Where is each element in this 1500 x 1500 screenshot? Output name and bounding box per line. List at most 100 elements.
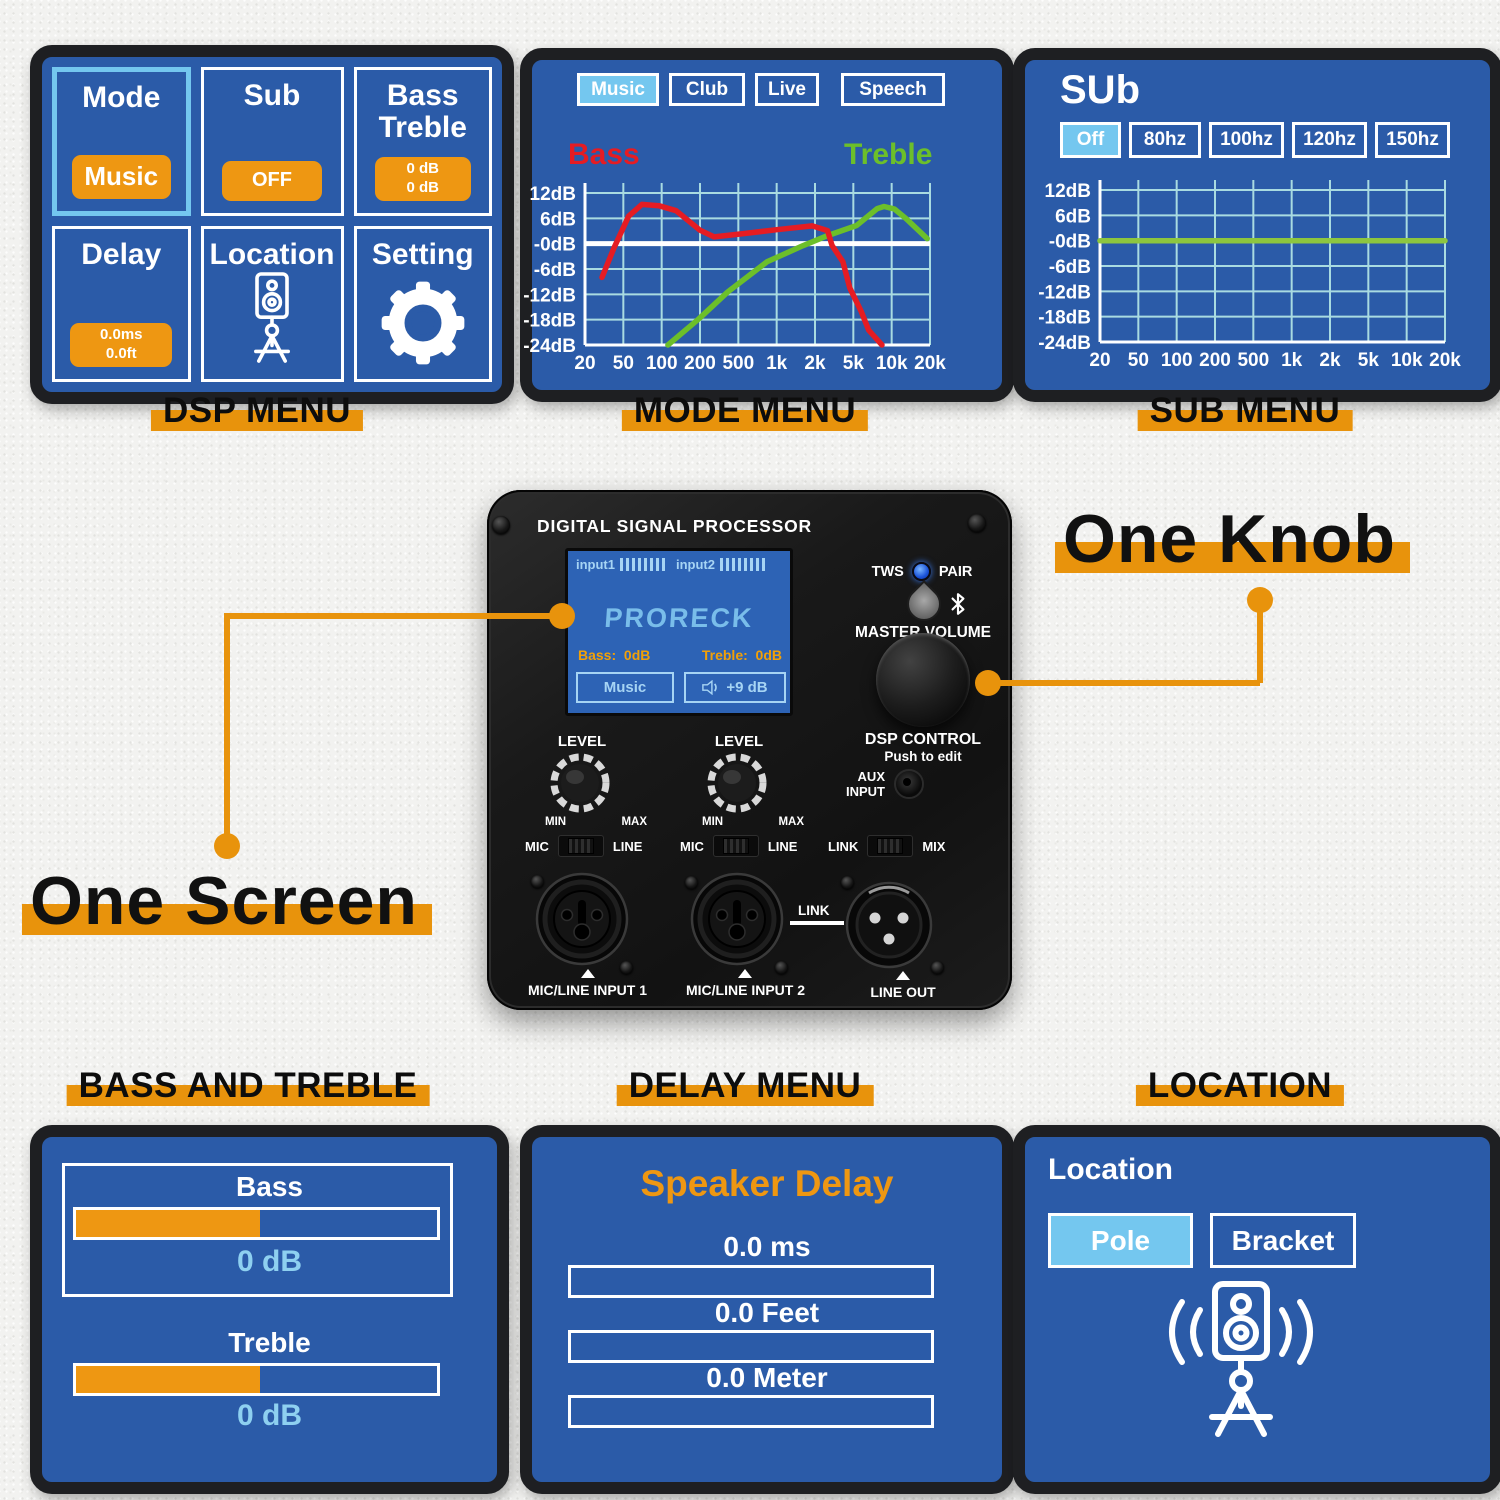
tab-80hz[interactable]: 80hz (1129, 122, 1201, 158)
svg-text:20k: 20k (1429, 350, 1461, 371)
bluetooth-pair-button[interactable] (899, 579, 949, 629)
bass-group-box (62, 1163, 453, 1297)
option-pole[interactable]: Pole (1048, 1213, 1193, 1268)
tile-sub-title: Sub (243, 79, 301, 112)
brand-logo: PRORECK (603, 603, 755, 633)
bass-slider[interactable] (73, 1207, 440, 1240)
level1-knob[interactable] (548, 751, 612, 815)
connector-dot (975, 670, 1001, 696)
one-knob-annotation: One Knob (1055, 500, 1410, 578)
svg-text:100: 100 (1161, 350, 1193, 371)
svg-text:20k: 20k (914, 353, 946, 374)
svg-text:-0dB: -0dB (1049, 232, 1091, 253)
pointer-triangle (896, 971, 910, 980)
delay-title: Speaker Delay (640, 1163, 894, 1204)
lcd-mode-box: Music (576, 672, 674, 703)
tab-live[interactable]: Live (755, 73, 819, 106)
dsp-control-hint: Push to edit (884, 749, 962, 764)
mode-tabs: Music Club Live Speech (577, 73, 945, 106)
bass-label: Bass (236, 1171, 303, 1202)
link-mix-switch-row: LINK MIX (828, 835, 945, 857)
tws-pair-row: TWS PAIR (859, 562, 985, 581)
speaker-stand-icon (254, 272, 290, 363)
delay-feet-label: 0.0 Feet (714, 1297, 820, 1328)
svg-text:-18dB: -18dB (523, 311, 576, 332)
svg-text:10k: 10k (1391, 350, 1423, 371)
location-panel: Location Pole Bracket (1013, 1125, 1500, 1494)
tab-150hz[interactable]: 150hz (1375, 122, 1450, 158)
bass-legend: Bass (568, 138, 640, 171)
dsp-control-label: DSP CONTROL (864, 731, 982, 748)
lcd-screen: input1 input2 PRORECK Bass: 0dB Treble: … (565, 548, 793, 716)
link-label: LINK (828, 838, 859, 854)
xlr-line-out-jack[interactable] (845, 881, 933, 969)
combo-jack-input1[interactable] (535, 872, 629, 966)
screw-icon (931, 961, 944, 974)
screw-icon (531, 875, 544, 888)
svg-text:12dB: 12dB (1045, 181, 1091, 202)
svg-text:-18dB: -18dB (1038, 308, 1091, 329)
svg-text:10k: 10k (876, 353, 908, 374)
jack-label-input1: MIC/LINE INPUT 1 (527, 982, 647, 998)
input2-level-bars (720, 558, 765, 571)
svg-text:50: 50 (1128, 350, 1149, 371)
tab-club[interactable]: Club (669, 73, 745, 106)
tab-speech[interactable]: Speech (841, 73, 945, 106)
tile-location[interactable]: Location (200, 225, 344, 382)
caption-bass-and-treble: BASS AND TREBLE (66, 1066, 430, 1106)
link-mix-switch[interactable] (867, 835, 914, 857)
lcd-eq-readout: Bass: 0dB Treble: 0dB (578, 647, 782, 663)
level2-knob[interactable] (705, 751, 769, 815)
screw-icon (775, 961, 788, 974)
tab-120hz[interactable]: 120hz (1292, 122, 1367, 158)
combo-jack-input2[interactable] (690, 872, 784, 966)
svg-text:6dB: 6dB (540, 209, 576, 230)
tile-mode[interactable]: Mode Music (52, 67, 191, 216)
link-line (790, 921, 844, 925)
screw-icon (968, 514, 986, 532)
tab-music[interactable]: Music (577, 73, 659, 106)
delay-ms-slider[interactable] (568, 1265, 934, 1298)
tile-sub[interactable]: Sub OFF (200, 67, 344, 216)
delay-meter-slider[interactable] (568, 1395, 934, 1428)
tile-delay-title: Delay (81, 237, 162, 271)
svg-text:20: 20 (574, 353, 595, 374)
connector-dot (214, 833, 240, 859)
pointer-triangle (581, 969, 595, 978)
tile-setting-title: Setting (371, 237, 474, 271)
aux-input-jack[interactable] (894, 769, 924, 799)
delay-panel: Speaker Delay 0.0 ms 0.0 Feet 0.0 Meter (520, 1125, 1014, 1494)
screw-icon (841, 876, 854, 889)
jack-label-lineout: LINE OUT (870, 984, 936, 1000)
mic-line-switch-2-row: MIC LINE (680, 835, 797, 857)
mic-line-switch-1[interactable] (557, 835, 604, 857)
option-bracket[interactable]: Bracket (1210, 1213, 1356, 1268)
tile-mode-value[interactable]: Music (71, 154, 171, 199)
delay-feet-slider[interactable] (568, 1330, 934, 1363)
level1-label: LEVEL (557, 733, 607, 750)
input1-label: input1 (576, 557, 615, 572)
master-volume-knob[interactable] (876, 633, 970, 727)
tab-off[interactable]: Off (1060, 122, 1121, 158)
mic-line-switch-2[interactable] (712, 835, 759, 857)
tab-100hz[interactable]: 100hz (1209, 122, 1284, 158)
tile-setting[interactable]: Setting (353, 225, 492, 382)
speaker-volume-icon (702, 680, 718, 695)
input2-label: input2 (676, 557, 715, 572)
tile-location-title: Location (209, 237, 335, 271)
connector-line (1257, 600, 1263, 683)
tile-sub-value[interactable]: OFF (222, 160, 322, 201)
treble-slider[interactable] (73, 1363, 440, 1396)
pairing-led (911, 562, 931, 581)
device-title: DIGITAL SIGNAL PROCESSOR (537, 516, 812, 536)
